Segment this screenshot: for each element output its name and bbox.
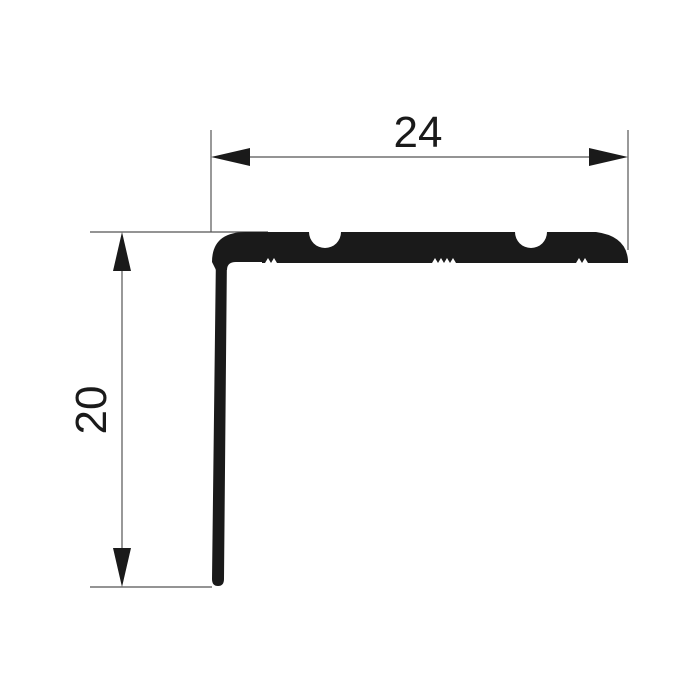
- width-arrow-left: [211, 148, 250, 166]
- serration-notch: [450, 258, 456, 263]
- serration-notch: [582, 258, 588, 263]
- height-arrow-bottom: [113, 548, 131, 587]
- height-dimension: 20: [67, 232, 131, 587]
- serration-notch: [271, 258, 277, 263]
- profile-vertical-leg: [212, 252, 227, 586]
- width-dimension: 24: [211, 108, 628, 166]
- profile-corner: [212, 232, 268, 270]
- angle-profile: [212, 232, 628, 586]
- profile-groove-left: [309, 232, 341, 248]
- serration-notch: [444, 258, 450, 263]
- serration-notch: [576, 258, 582, 263]
- width-dimension-label: 24: [394, 108, 443, 157]
- serration-notch: [438, 258, 444, 263]
- serration-notch: [432, 258, 438, 263]
- height-dimension-label: 20: [67, 386, 116, 435]
- profile-serrations: [265, 258, 588, 263]
- width-arrow-right: [589, 148, 628, 166]
- serration-notch: [265, 258, 271, 263]
- height-arrow-top: [113, 232, 131, 271]
- profile-groove-right: [515, 232, 547, 248]
